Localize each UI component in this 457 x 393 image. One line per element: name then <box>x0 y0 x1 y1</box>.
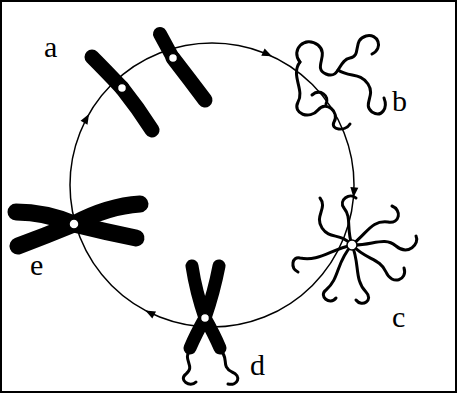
chromatin-c <box>293 196 417 303</box>
stage-letter: a <box>44 32 57 62</box>
chromosome-e <box>16 204 140 246</box>
stage-letter: b <box>392 86 407 116</box>
centromere <box>347 240 357 250</box>
stage-letter: e <box>30 250 43 280</box>
chromatids-a <box>92 34 205 130</box>
arrowhead <box>81 114 89 125</box>
chromatin-b <box>296 36 385 129</box>
centromere <box>69 219 79 229</box>
cycle-arrows <box>81 48 359 318</box>
arrowhead <box>261 48 272 56</box>
centromere <box>201 314 210 323</box>
loose-threads-d <box>183 350 237 384</box>
arrowhead <box>145 310 156 318</box>
stage-letter: c <box>392 302 405 332</box>
chromosome-d <box>190 266 220 348</box>
stage-letter: d <box>250 350 265 380</box>
centromere <box>169 54 178 63</box>
centromere <box>118 84 127 93</box>
cycle-circle <box>70 43 354 327</box>
